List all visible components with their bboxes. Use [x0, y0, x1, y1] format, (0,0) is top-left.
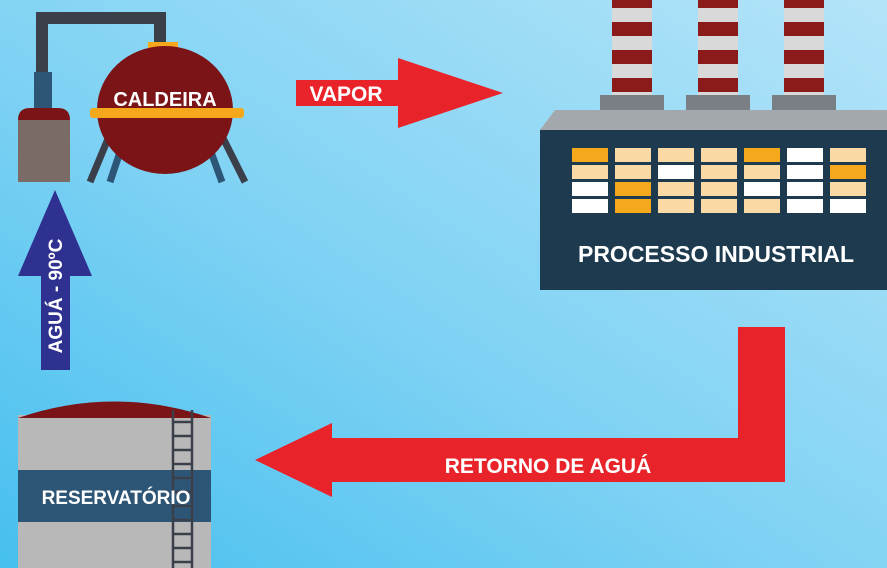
factory-icon: [540, 0, 887, 290]
return-arrow: [255, 327, 785, 497]
water-in-label: AGUÁ - 90ºC: [45, 238, 67, 353]
chimney: [772, 0, 836, 110]
steam-arrow: [296, 58, 503, 128]
ladder: [171, 410, 194, 568]
steam-label: VAPOR: [309, 83, 382, 106]
water-tank-icon: [18, 401, 211, 568]
factory-windows: [572, 148, 866, 213]
return-label: RETORNO DE AGUÁ: [445, 455, 652, 478]
chimney: [600, 0, 664, 110]
reservoir-label: RESERVATÓRIO: [42, 487, 191, 509]
boiler-label: CALDEIRA: [113, 89, 216, 111]
boiler-tank-icon: [18, 12, 249, 184]
chimney: [686, 0, 750, 110]
water-up-arrow: [18, 190, 92, 370]
process-label: PROCESSO INDUSTRIAL: [578, 241, 854, 267]
